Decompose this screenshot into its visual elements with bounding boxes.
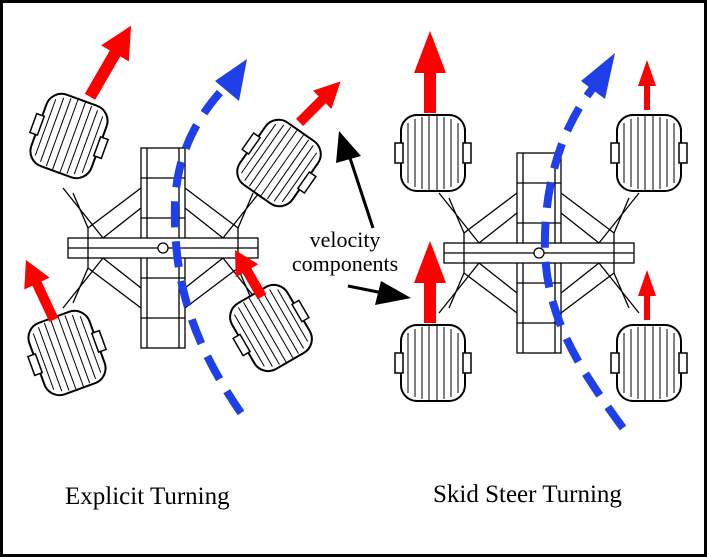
velocity-components-annotation: velocity components [275,228,415,276]
explicit-wheel-rear-right [218,275,324,381]
skid-velocity-arrow-fr [638,60,656,110]
skid-wheel-rear-left [394,324,472,402]
rover-diagram [17,25,688,431]
explicit-velocity-arrow-fr [296,81,341,126]
explicit-turning-panel [17,25,341,416]
explicit-path-curve [170,78,245,416]
explicit-wheel-rear-left [17,303,117,403]
pointer-line-upper [348,157,375,229]
skid-path-curve [540,80,627,431]
skid-velocity-arrow-fl [414,31,446,113]
explicit-wheel-front-left [19,86,119,186]
skid-velocity-arrow-rr [638,270,656,320]
skid-wheel-rear-right [610,324,688,402]
explicit-velocity-arrow-rl [24,259,59,322]
skid-path-arrowhead [581,53,615,99]
pointer-head-lower [375,281,411,305]
skid-wheel-front-right [610,114,688,192]
pointer-line-lower [347,284,384,295]
annotation-line-1: velocity [309,227,381,252]
annotation-pointers [336,131,411,305]
explicit-velocity-arrow-fl [84,25,131,100]
explicit-path-arrowhead [215,59,247,101]
annotation-line-2: components [291,251,399,276]
caption-skid-steer-turning: Skid Steer Turning [433,481,622,508]
explicit-wheel-front-right [225,109,333,217]
explicit-velocity-arrow-rr [235,249,267,300]
skid-wheel-front-left [394,114,472,192]
skid-rover-chassis [438,152,640,354]
pointer-head-upper [336,131,361,163]
caption-explicit-turning: Explicit Turning [65,483,230,510]
skid-velocity-arrow-rl [414,241,446,323]
skid-steer-panel [394,31,688,431]
